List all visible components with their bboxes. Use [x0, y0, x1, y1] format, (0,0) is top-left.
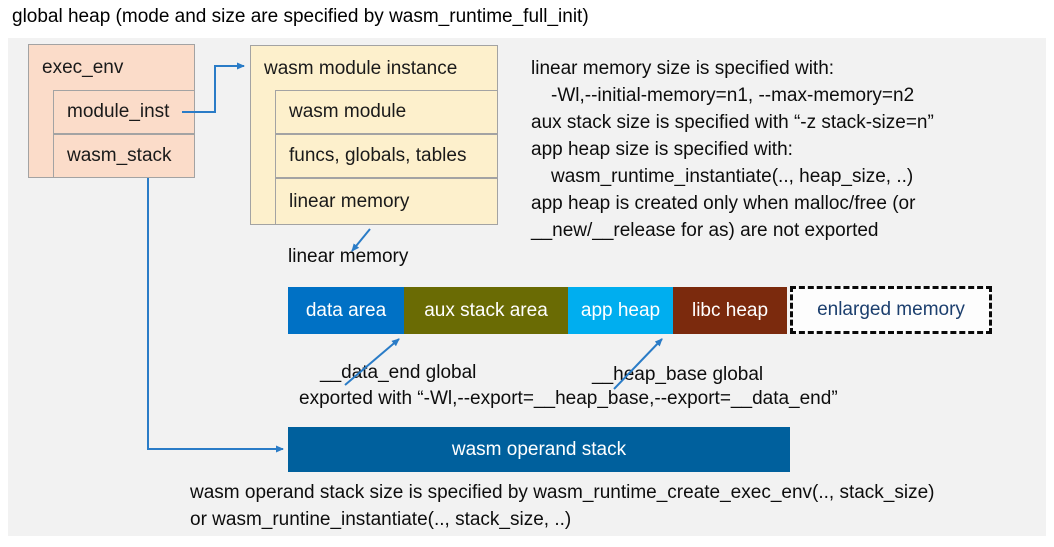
linear-memory-label: linear memory	[288, 246, 409, 267]
note-line: wasm operand stack size is specified by …	[190, 482, 935, 503]
instance-row-funcs-globals-tables: funcs, globals, tables	[275, 134, 498, 178]
exec-env-row-module-inst: module_inst	[53, 90, 195, 134]
note-line: app heap size is specified with:	[531, 139, 793, 160]
segment-libc-heap: libc heap	[673, 287, 787, 334]
data-end-global-label: __data_end global	[320, 362, 477, 383]
segment-app-heap: app heap	[568, 287, 673, 334]
note-line: __new/__release for as) are not exported	[531, 220, 879, 241]
note-line: or wasm_runtine_instantiate(.., stack_si…	[190, 509, 572, 530]
segment-aux-stack-area: aux stack area	[404, 287, 568, 334]
instance-row-wasm-module: wasm module	[275, 90, 498, 134]
operand-stack-notes: wasm operand stack size is specified by …	[190, 479, 935, 533]
note-line: linear memory size is specified with:	[531, 58, 835, 79]
wasm-module-instance-header: wasm module instance	[264, 57, 458, 79]
note-line: wasm_runtime_instantiate(.., heap_size, …	[551, 166, 914, 187]
note-line: app heap is created only when malloc/fre…	[531, 193, 916, 214]
exec-env-row-wasm-stack: wasm_stack	[53, 134, 195, 178]
page-title: global heap (mode and size are specified…	[12, 6, 589, 27]
segment-enlarged-memory: enlarged memory	[790, 286, 992, 334]
wasm-operand-stack-bar: wasm operand stack	[288, 427, 790, 472]
note-line: -Wl,--initial-memory=n1, --max-memory=n2	[551, 85, 915, 106]
instance-row-linear-memory: linear memory	[275, 178, 498, 225]
heap-base-global-label: __heap_base global	[592, 364, 764, 385]
note-line: aux stack size is specified with “-z sta…	[531, 112, 934, 133]
segment-data-area: data area	[288, 287, 404, 334]
exported-with-label: exported with “-Wl,--export=__heap_base,…	[299, 388, 838, 409]
linear-memory-notes: linear memory size is specified with: -W…	[531, 55, 934, 244]
exec-env-header: exec_env	[42, 56, 124, 78]
